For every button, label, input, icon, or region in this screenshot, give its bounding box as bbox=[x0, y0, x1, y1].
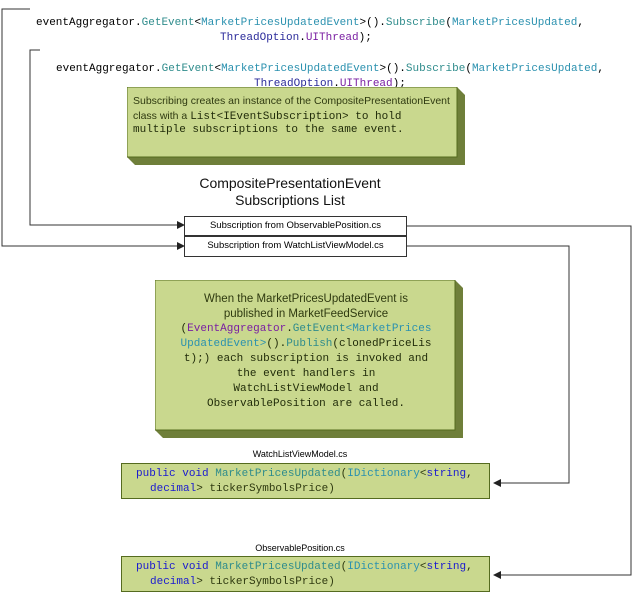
observable-file-label: ObservablePosition.cs bbox=[255, 543, 345, 553]
note1-box-shadow bbox=[127, 87, 465, 165]
subscriptions-title-line1: CompositePresentationEvent bbox=[199, 175, 381, 191]
connector-code1-to-watchlist-sub bbox=[1, 8, 185, 250]
connector-watchlist-sub-to-handler bbox=[407, 245, 570, 487]
watchlist-file-label: WatchListViewModel.cs bbox=[252, 449, 348, 459]
subscribe-code-2: eventAggregator.GetEvent<MarketPricesUpd… bbox=[56, 63, 604, 75]
subscriptions-title-line2: Subscriptions List bbox=[235, 192, 345, 208]
subscribe-code-1: eventAggregator.GetEvent<MarketPricesUpd… bbox=[36, 17, 584, 29]
subscription-item-watchlist: Subscription from WatchListViewModel.cs bbox=[184, 236, 407, 257]
subscriptions-list-title: CompositePresentationEvent Subscriptions… bbox=[160, 175, 420, 209]
note2-text: When the MarketPricesUpdatedEvent is pub… bbox=[180, 293, 432, 410]
subscribe-code-1-line2: ThreadOption.UIThread); bbox=[220, 32, 372, 44]
watchlist-handler-code: public void MarketPricesUpdated(IDiction… bbox=[121, 463, 490, 499]
note2-box-shadow bbox=[155, 280, 463, 438]
connector-observable-sub-to-handler bbox=[407, 225, 632, 579]
observable-handler-code: public void MarketPricesUpdated(IDiction… bbox=[121, 556, 490, 592]
subscription-item-observable: Subscription from ObservablePosition.cs bbox=[184, 216, 407, 236]
note1-text: Subscribing creates an instance of the C… bbox=[133, 95, 450, 136]
connector-code2-to-observable-sub bbox=[29, 49, 185, 229]
